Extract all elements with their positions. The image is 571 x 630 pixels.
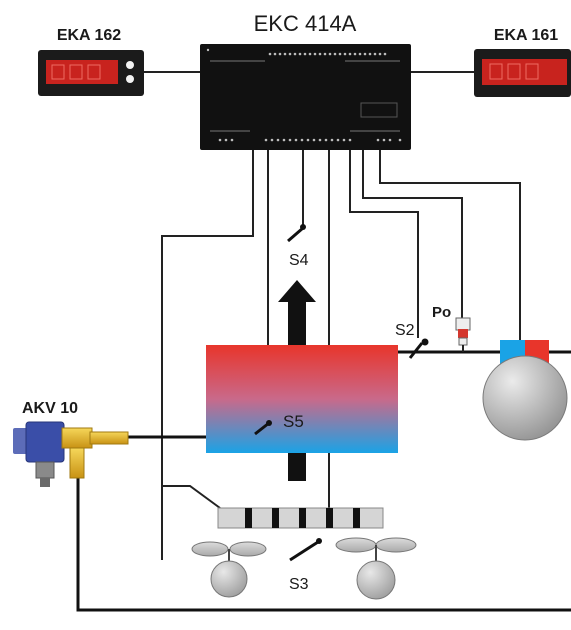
controller-label: EKC 414A <box>254 11 357 36</box>
sensor-s3-label: S3 <box>289 576 309 593</box>
expansion-valve-akv10 <box>13 421 129 487</box>
valve-label: AKV 10 <box>22 400 78 417</box>
compressor-body <box>482 355 568 441</box>
fan-left <box>191 541 267 598</box>
fan-blade-icon <box>375 537 417 553</box>
controller-body <box>200 44 411 150</box>
display-eka162 <box>38 50 144 96</box>
valve-coil <box>25 421 65 463</box>
controller-terminals-top <box>206 48 387 56</box>
wire-compressor <box>379 150 521 340</box>
po-sensor-band <box>458 329 468 338</box>
airflow-arrow-icon <box>278 280 316 481</box>
display-digits <box>489 63 539 80</box>
display-eka161 <box>474 49 571 97</box>
valve-inlet <box>69 447 85 479</box>
controller-display-window <box>360 102 398 118</box>
controller-marking <box>350 130 400 132</box>
sensor-s5-label: S5 <box>283 412 304 431</box>
display-button-icon <box>126 75 134 83</box>
wire-s2 <box>349 150 419 338</box>
sensor-s4-icon <box>287 224 306 243</box>
evaporator <box>206 345 398 453</box>
controller-marking <box>345 60 400 62</box>
wire-po <box>362 150 463 318</box>
pressure-transmitter <box>455 317 471 352</box>
sensor-s4-label: S4 <box>289 252 309 269</box>
wire-heater <box>162 485 221 509</box>
display-left-label: EKA 162 <box>57 27 121 44</box>
sensor-s2-icon <box>408 338 429 359</box>
valve-connector <box>35 461 55 479</box>
fan-blade-icon <box>191 541 229 557</box>
fan-blade-icon <box>335 537 377 553</box>
pressure-label: Po <box>432 304 451 321</box>
fan-blade-icon <box>229 541 267 557</box>
sensor-s2-label: S2 <box>395 322 415 339</box>
display-digits <box>51 64 101 80</box>
controller-marking <box>210 130 250 132</box>
fan-motor-icon <box>210 560 248 598</box>
controller-ekc414a <box>200 44 411 150</box>
display-right-label: EKA 161 <box>494 27 558 44</box>
po-sensor-head <box>455 317 471 331</box>
controller-marking <box>210 60 265 62</box>
controller-terminals-bottom <box>218 138 402 142</box>
display-screen <box>482 59 567 85</box>
compressor <box>482 340 568 441</box>
valve-outlet <box>89 431 129 445</box>
po-sensor-base <box>458 337 468 346</box>
valve-plug <box>40 478 50 487</box>
heater-elements <box>245 508 360 528</box>
sensor-s5-icon <box>254 420 272 436</box>
return-line <box>76 478 571 612</box>
fan-motor-icon <box>356 560 396 600</box>
sensor-s3-icon <box>289 538 322 562</box>
fan-right <box>335 537 417 600</box>
wiring <box>143 71 521 560</box>
defrost-heater <box>217 507 384 529</box>
wire-left-fan <box>161 150 254 560</box>
valve-body <box>61 427 93 449</box>
display-button-icon <box>126 61 134 69</box>
